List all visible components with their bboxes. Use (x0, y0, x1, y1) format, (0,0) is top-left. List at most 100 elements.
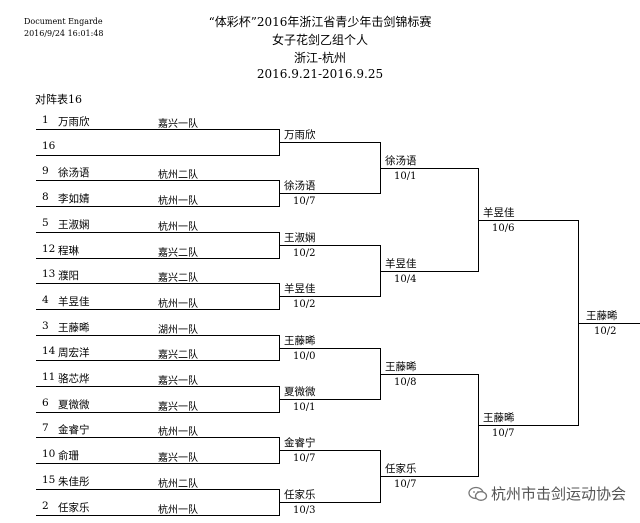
round2-score: 10/6 (492, 223, 515, 234)
entry-line (36, 180, 279, 181)
round8-winner-name: 王藤晞 (284, 335, 316, 347)
entry-name: 骆芯烨 (58, 373, 90, 385)
event-dates: 2016.9.21-2016.9.25 (256, 67, 384, 81)
entry-team: 杭州一队 (158, 427, 198, 438)
round2-line (478, 220, 578, 221)
entry-seed: 1 (42, 114, 49, 126)
round8-winner-name: 王淑娴 (284, 232, 316, 244)
entry-seed: 10 (42, 448, 56, 460)
round8-winner-name: 金睿宁 (284, 437, 316, 449)
entry-line (36, 463, 279, 464)
entry-team: 杭州一队 (158, 505, 198, 516)
round4-line (380, 271, 478, 272)
table-label: 对阵表16 (35, 93, 82, 106)
entry-seed: 8 (42, 191, 49, 203)
entry-name: 朱佳彤 (58, 476, 90, 488)
entry-name: 濮阳 (58, 270, 79, 282)
entry-seed: 15 (42, 474, 56, 486)
round4-winner-name: 王藤晞 (385, 361, 417, 373)
print-timestamp: 2016/9/24 16:01:48 (24, 29, 104, 38)
entry-name: 金睿宁 (58, 424, 90, 436)
entry-line (36, 232, 279, 233)
entry-name: 夏微微 (58, 399, 90, 411)
round8-winner-name: 夏微微 (284, 386, 316, 398)
round8-score: 10/2 (293, 248, 316, 259)
entry-seed: 14 (42, 345, 56, 357)
final-line (578, 323, 640, 324)
round8-score: 10/7 (293, 453, 316, 464)
entry-team: 嘉兴二队 (158, 273, 198, 284)
entry-team: 杭州一队 (158, 299, 198, 310)
round2-winner-name: 王藤晞 (483, 412, 515, 424)
entry-name: 羊昱佳 (58, 296, 90, 308)
entry-line (36, 386, 279, 387)
entry-team: 嘉兴一队 (158, 402, 198, 413)
round8-winner-name: 万雨欣 (284, 129, 316, 141)
entry-seed: 11 (42, 371, 56, 383)
watermark-text: 杭州市击剑运动协会 (490, 485, 626, 503)
round8-line (279, 450, 380, 451)
round4-score: 10/8 (394, 377, 417, 388)
entry-line (36, 412, 279, 413)
entry-line (36, 437, 279, 438)
entry-name: 任家乐 (58, 502, 90, 514)
round8-line (279, 502, 380, 503)
entry-line (36, 283, 279, 284)
round4-score: 10/4 (394, 274, 417, 285)
entry-seed: 4 (42, 294, 49, 306)
entry-name: 俞珊 (58, 450, 79, 462)
entry-seed: 13 (42, 268, 56, 280)
app-name: Document Engarde (24, 17, 103, 26)
event-name: 女子花剑乙组个人 (271, 33, 368, 47)
entry-seed: 5 (42, 217, 49, 229)
entry-line (36, 258, 279, 259)
entry-team: 杭州一队 (158, 196, 198, 207)
round4-line (380, 374, 478, 375)
wechat-icon (468, 486, 488, 502)
round8-winner-name: 徐汤语 (284, 180, 316, 192)
round8-line (279, 193, 380, 194)
round8-winner-name: 羊昱佳 (284, 283, 316, 295)
round8-line (279, 348, 380, 349)
round8-line (279, 245, 380, 246)
round8-score: 10/2 (293, 299, 316, 310)
round2-score: 10/7 (492, 428, 515, 439)
round8-line (279, 296, 380, 297)
entry-line (36, 206, 279, 207)
final-score: 10/2 (594, 326, 617, 337)
entry-name: 徐汤语 (58, 167, 90, 179)
entry-team: 杭州二队 (158, 479, 198, 490)
entry-line (36, 309, 279, 310)
entry-team: 嘉兴二队 (158, 248, 198, 259)
entry-team: 嘉兴二队 (158, 350, 198, 361)
entry-team: 杭州二队 (158, 170, 198, 181)
entry-line (36, 335, 279, 336)
round8-line (279, 142, 380, 143)
entry-name: 周宏洋 (58, 347, 90, 359)
entry-seed: 2 (42, 500, 49, 512)
entry-seed: 6 (42, 397, 49, 409)
entry-line (36, 129, 279, 130)
entry-name: 万雨欣 (58, 116, 90, 128)
round4-winner-name: 羊昱佳 (385, 258, 417, 270)
entry-team: 嘉兴一队 (158, 376, 198, 387)
entry-seed: 3 (42, 320, 49, 332)
entry-team: 嘉兴一队 (158, 453, 198, 464)
round4-winner-name: 任家乐 (385, 463, 417, 475)
entry-seed: 7 (42, 422, 49, 434)
round8-score: 10/1 (293, 402, 316, 413)
round8-score: 10/0 (293, 351, 316, 362)
round4-line (380, 476, 478, 477)
entry-name: 王藤晞 (58, 322, 90, 334)
round4-score: 10/7 (394, 479, 417, 490)
round2-winner-name: 羊昱佳 (483, 207, 515, 219)
entry-seed: 16 (42, 140, 56, 152)
round8-score: 10/7 (293, 196, 316, 207)
champion-name: 王藤晞 (586, 310, 618, 322)
entry-line (36, 515, 279, 516)
entry-name: 程琳 (58, 245, 79, 257)
round8-score: 10/3 (293, 505, 316, 516)
round4-winner-name: 徐汤语 (385, 155, 417, 167)
page-title: “体彩杯”2016年浙江省青少年击剑锦标赛 (208, 15, 432, 29)
round4-line (380, 168, 478, 169)
